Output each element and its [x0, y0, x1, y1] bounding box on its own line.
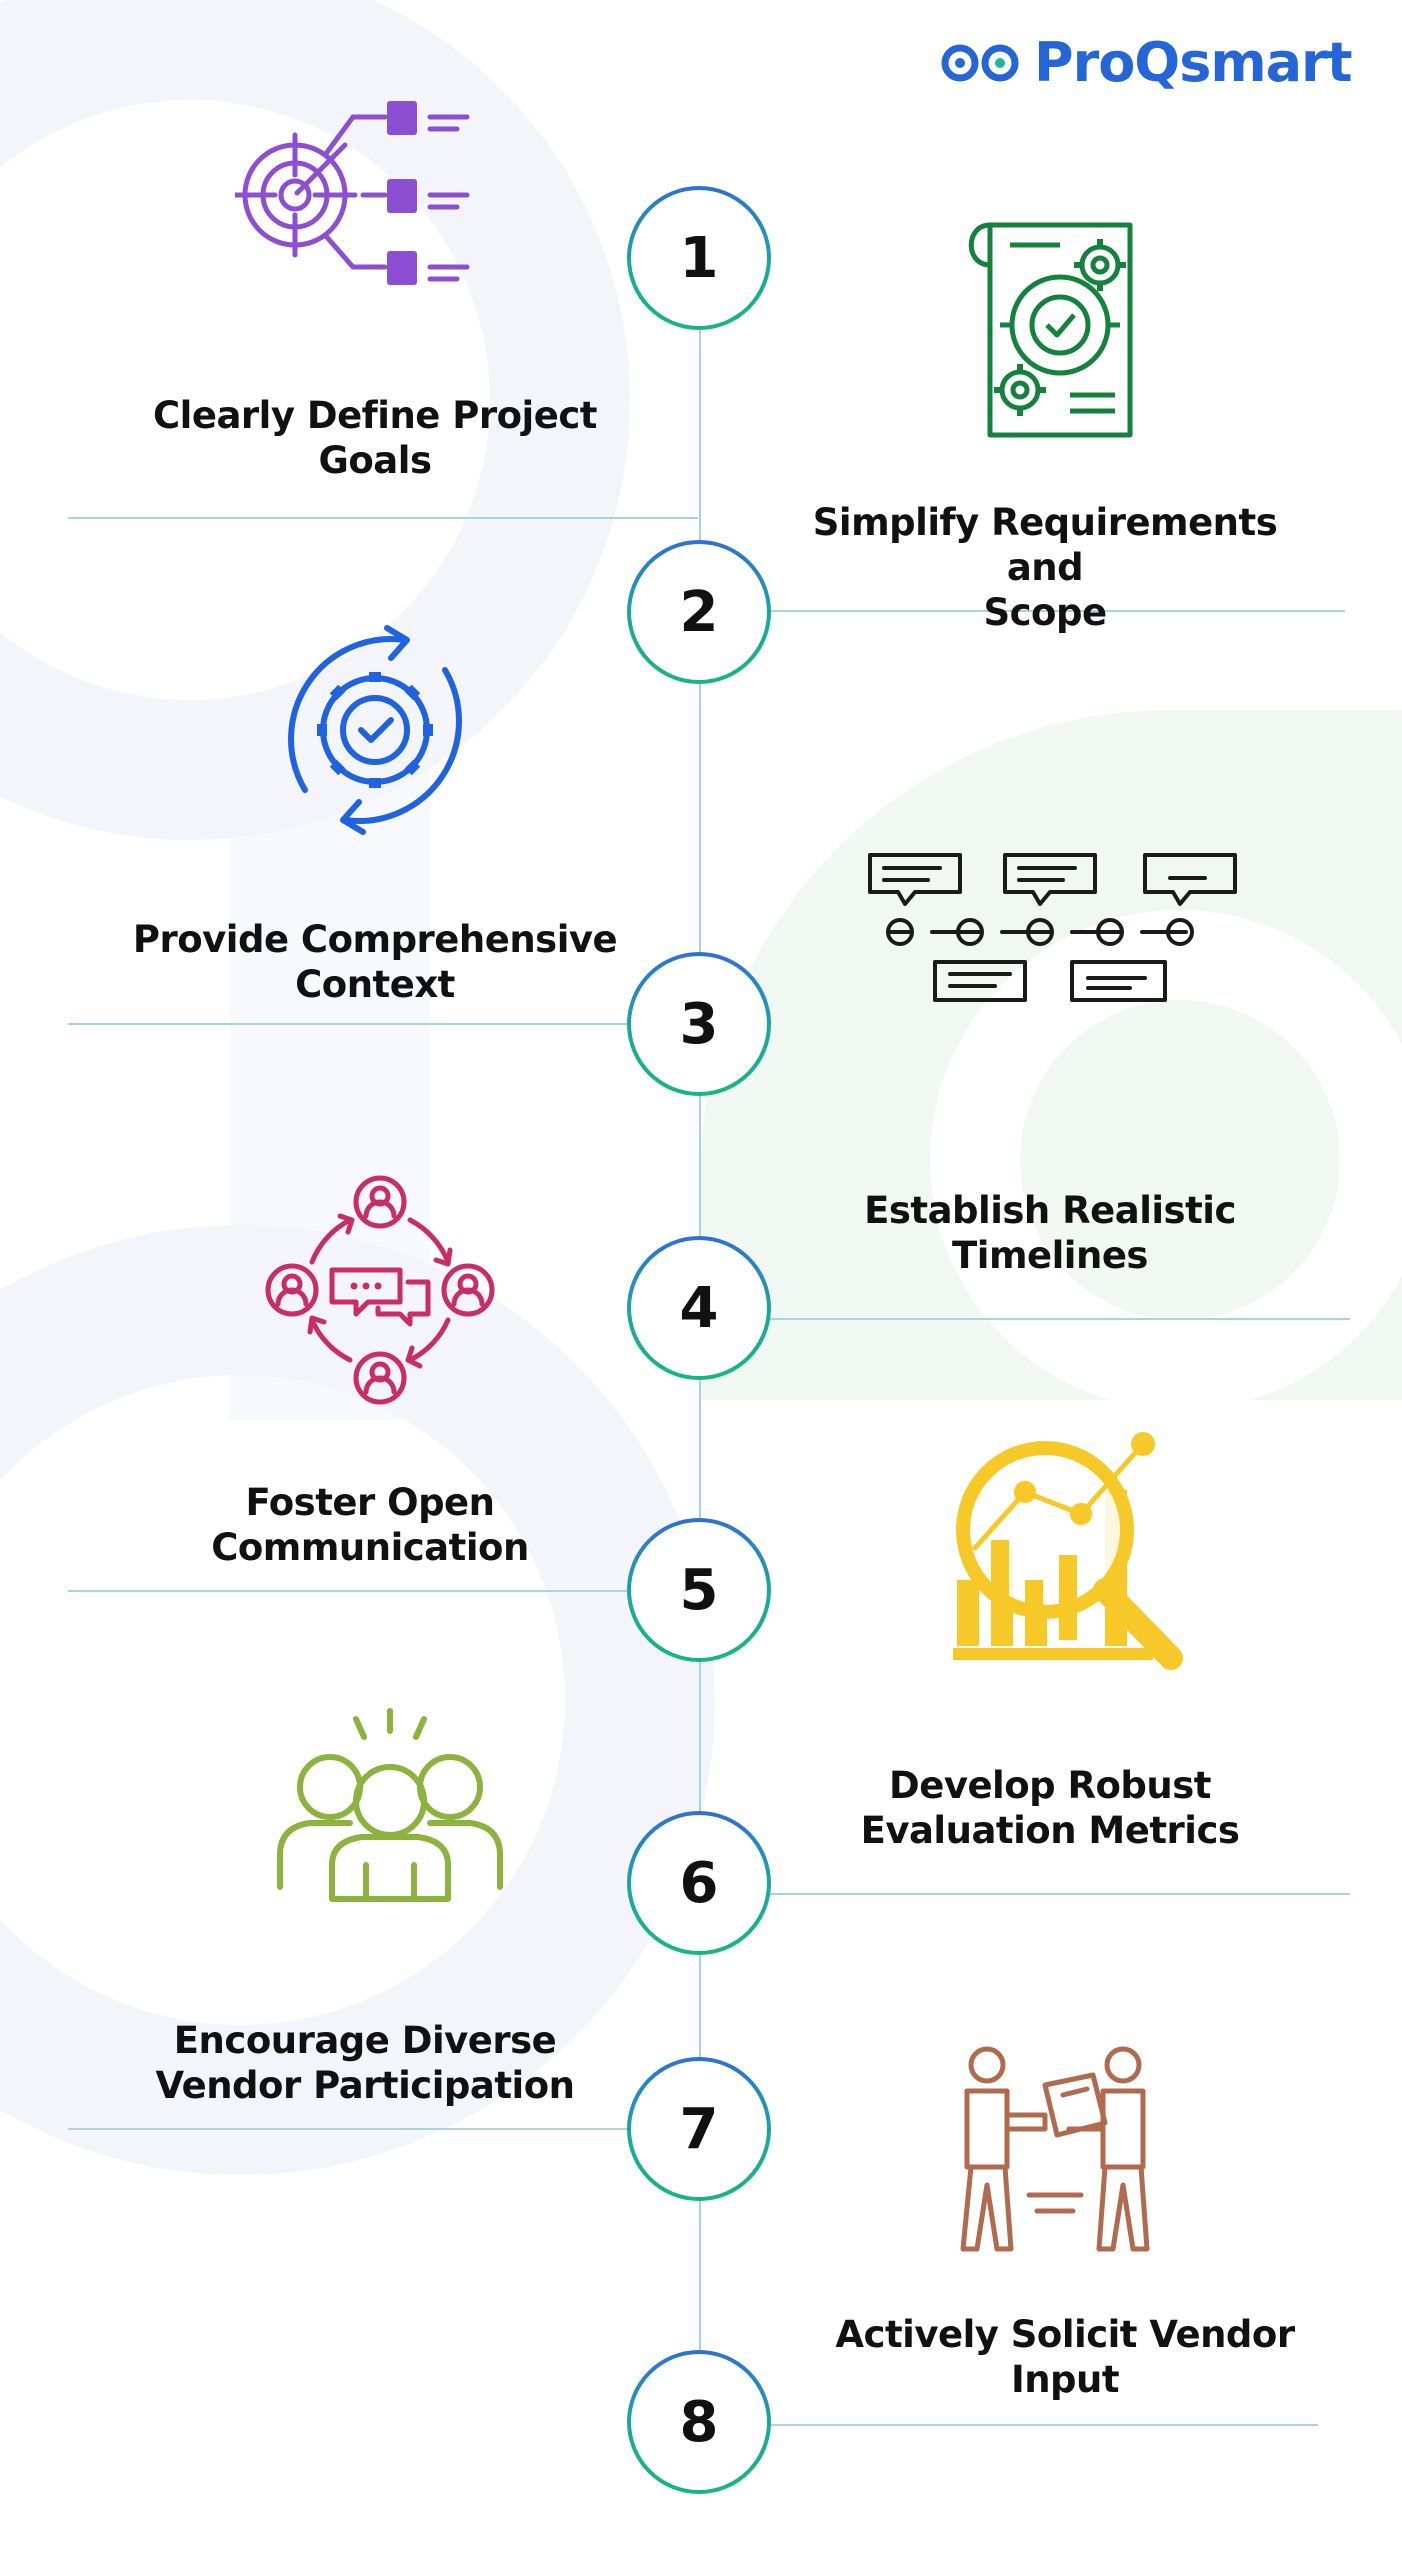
step-5-label: Foster Open Communication: [120, 1480, 620, 1570]
connector-line-7: [68, 2128, 698, 2130]
step-7-number: 7: [627, 2057, 771, 2201]
step-5-label-line-1: Foster Open: [245, 1481, 495, 1524]
step-7-label: Encourage Diverse Vendor Participation: [110, 2018, 620, 2108]
step-1-number: 1: [627, 186, 771, 330]
connector-line-2: [700, 610, 1345, 612]
step-2-label-line-2: Scope: [983, 591, 1107, 634]
step-1-label-line-1: Clearly Define Project: [153, 394, 597, 437]
people-exchange-icon: [960, 2046, 1150, 2252]
step-3-label-line-1: Provide Comprehensive: [132, 918, 618, 961]
step-2-number: 2: [627, 540, 771, 684]
step-8-label-line-2: Input: [1010, 2358, 1120, 2401]
step-6-label-line-1: Develop Robust: [889, 1764, 1211, 1807]
step-4-number: 4: [627, 1236, 771, 1380]
connector-line-3: [68, 1023, 698, 1025]
step-3-label: Provide Comprehensive Context: [120, 917, 630, 1007]
gear-check-cycle-icon: [288, 625, 462, 835]
step-8-number: 8: [627, 2350, 771, 2494]
connector-line-5: [68, 1590, 698, 1592]
step-7-label-line-2: Vendor Participation: [155, 2064, 576, 2107]
proqsmart-logo-icon: [941, 44, 1019, 82]
target-checklist-icon: [235, 101, 470, 285]
brand-logo: ProQsmart: [940, 30, 1353, 94]
connector-line-1: [68, 517, 698, 519]
step-7-label-line-1: Encourage Diverse: [173, 2019, 557, 2062]
timeline-icon: [868, 853, 1237, 1002]
team-group-icon: [277, 1708, 503, 1902]
step-6-label-line-2: Evaluation Metrics: [860, 1809, 1240, 1852]
connector-line-6: [700, 1893, 1350, 1895]
step-8-label: Actively Solicit Vendor Input: [800, 2312, 1330, 2402]
step-6-number: 6: [627, 1811, 771, 1955]
step-3-number: 3: [627, 952, 771, 1096]
step-4-label-line-2: Timelines: [952, 1234, 1148, 1277]
step-5-number: 5: [627, 1518, 771, 1662]
connector-line-4: [700, 1318, 1350, 1320]
step-1-label-line-2: Goals: [318, 439, 432, 482]
step-3-label-line-2: Context: [295, 963, 455, 1006]
step-2-label-line-1: Simplify Requirements and: [812, 501, 1278, 589]
step-4-label-line-1: Establish Realistic: [864, 1189, 1236, 1232]
brand-name: ProQsmart: [1034, 30, 1353, 94]
step-1-label: Clearly Define Project Goals: [120, 393, 630, 483]
people-chat-icon: [265, 1175, 495, 1405]
chart-magnifier-icon: [953, 1432, 1183, 1670]
step-6-label: Develop Robust Evaluation Metrics: [790, 1763, 1310, 1853]
step-4-label: Establish Realistic Timelines: [790, 1188, 1310, 1278]
step-2-label: Simplify Requirements and Scope: [770, 500, 1320, 635]
step-5-label-line-2: Communication: [211, 1526, 529, 1569]
step-8-label-line-1: Actively Solicit Vendor: [835, 2313, 1295, 2356]
connector-line-8: [700, 2424, 1318, 2426]
document-gears-icon: [968, 222, 1133, 438]
